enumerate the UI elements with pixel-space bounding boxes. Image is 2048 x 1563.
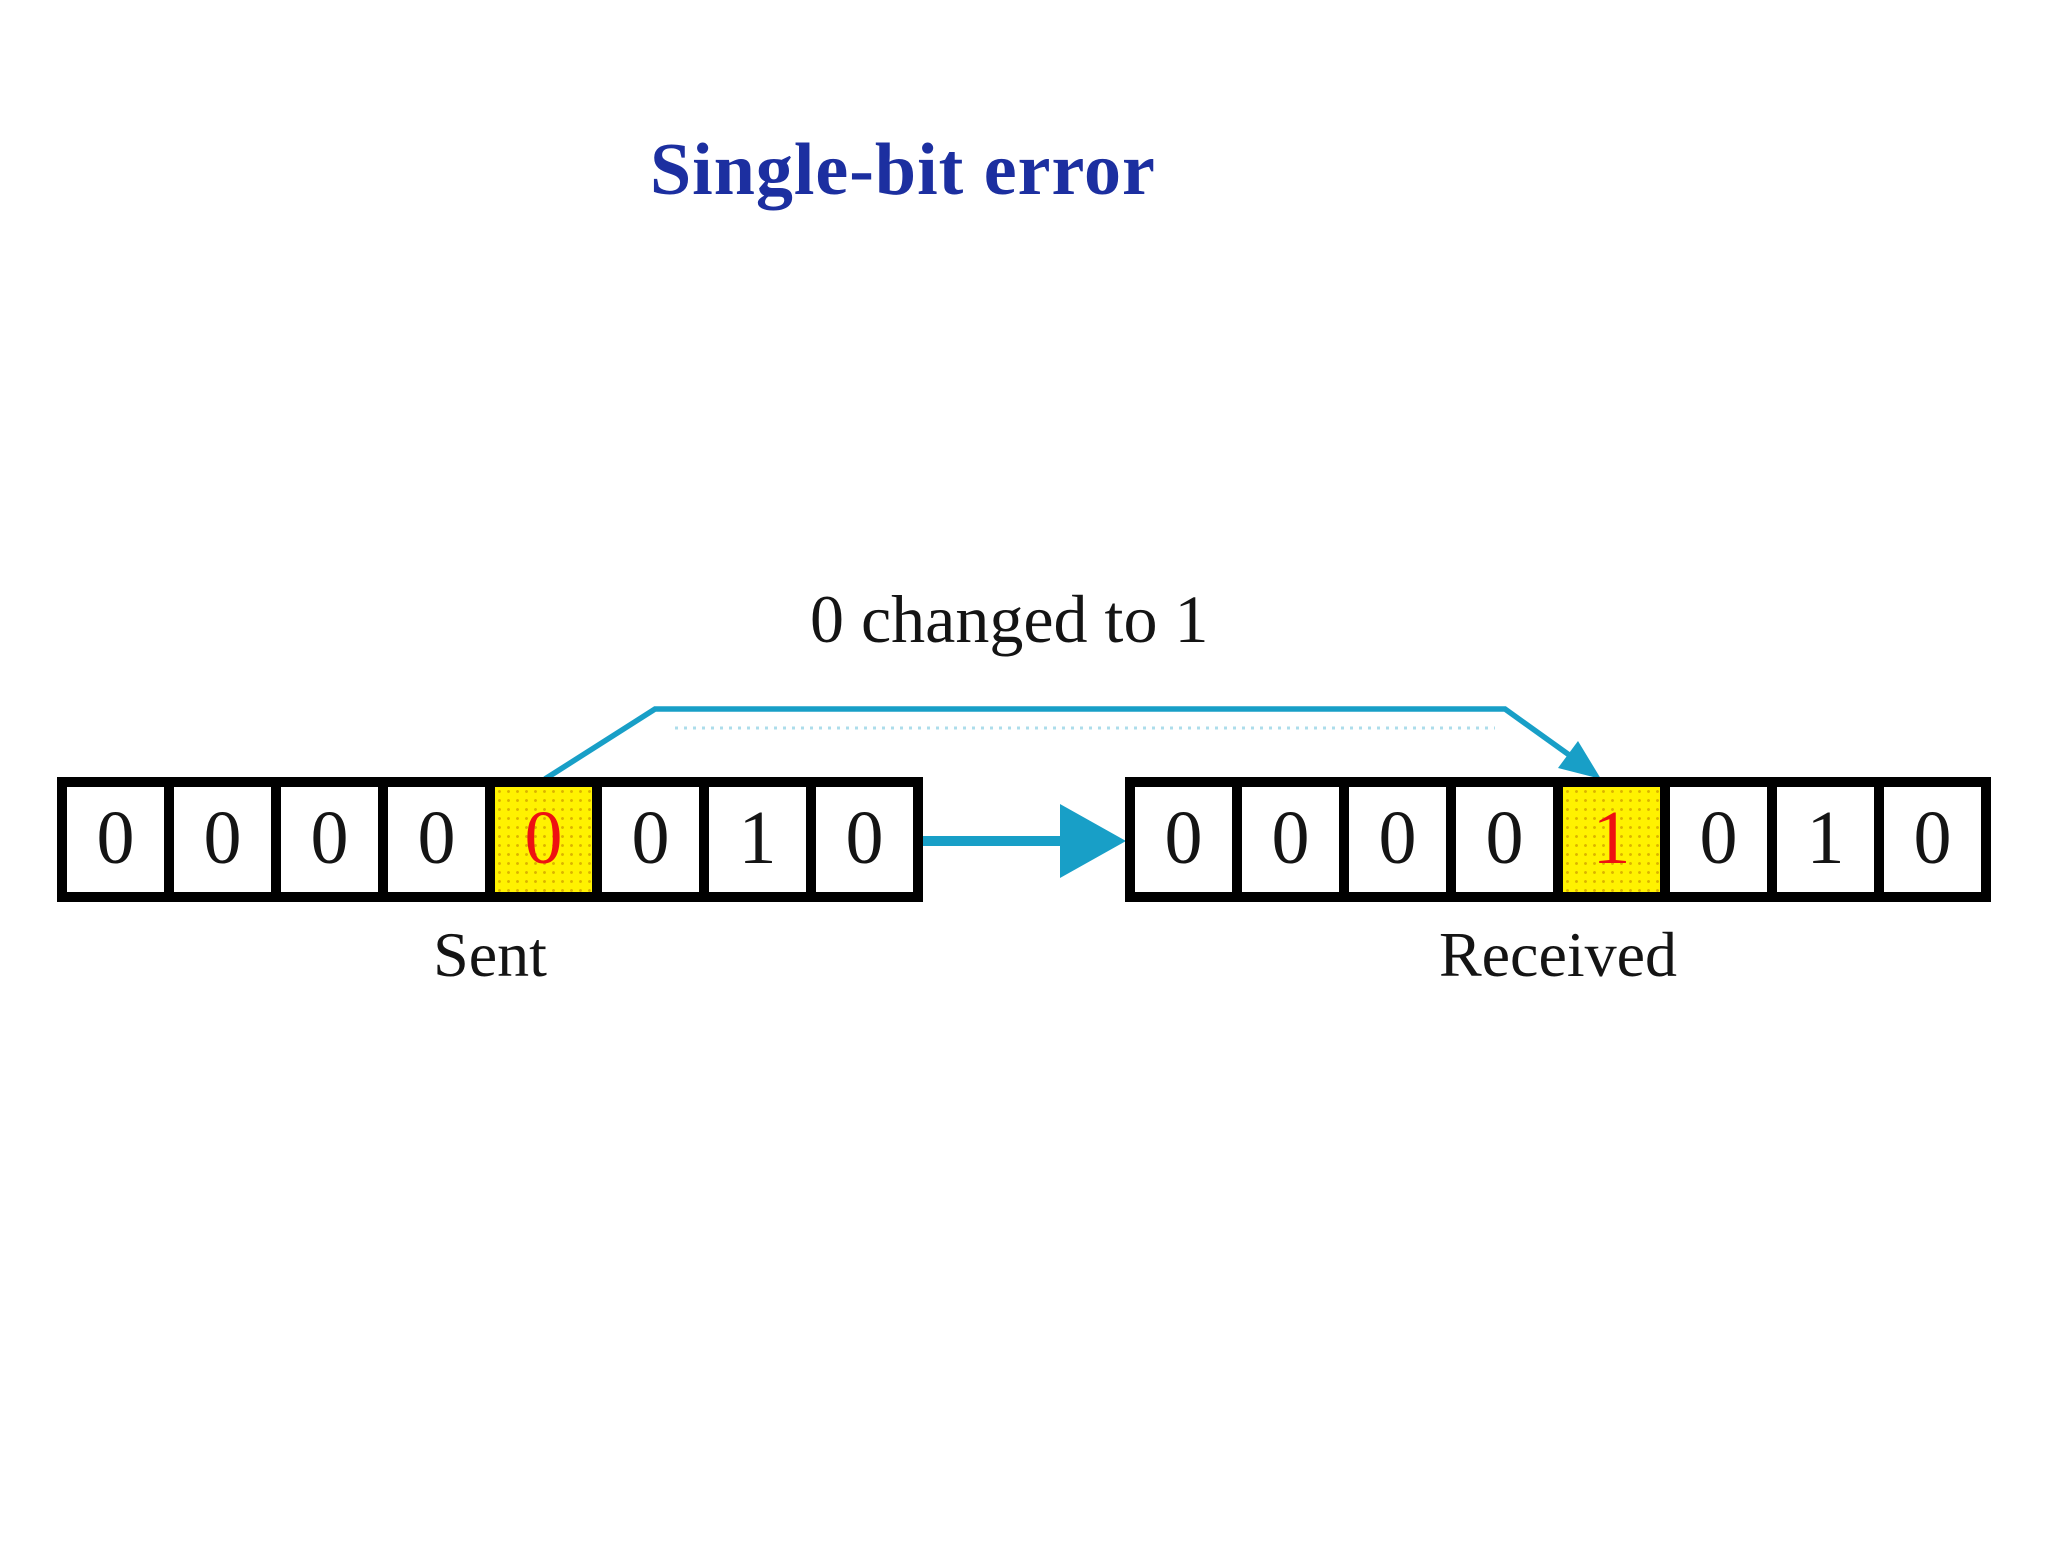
bit-cell-received-5: 0 (1670, 787, 1767, 892)
bit-cell-sent-0: 0 (67, 787, 164, 892)
bit-change-connector-line (543, 706, 1574, 782)
bit-cell-sent-5: 0 (602, 787, 699, 892)
bit-change-arrowhead-icon (1558, 741, 1601, 779)
bit-cell-sent-3: 0 (388, 787, 485, 892)
bit-cell-sent-1: 0 (174, 787, 271, 892)
bit-cell-received-4: 1 (1563, 787, 1660, 892)
bit-cell-received-1: 0 (1242, 787, 1339, 892)
bit-cell-sent-6: 1 (709, 787, 806, 892)
page-title: Single-bit error (650, 129, 1156, 211)
sent-label: Sent (433, 919, 547, 990)
bit-cell-sent-2: 0 (281, 787, 378, 892)
bit-cell-received-0: 0 (1135, 787, 1232, 892)
transmission-arrow-icon (922, 804, 1126, 878)
bit-cell-received-7: 0 (1884, 787, 1981, 892)
bit-cell-sent-4: 0 (495, 787, 592, 892)
received-label: Received (1438, 919, 1678, 990)
bit-cell-received-3: 0 (1456, 787, 1553, 892)
bit-cell-received-2: 0 (1349, 787, 1446, 892)
bit-cell-received-6: 1 (1777, 787, 1874, 892)
bit-change-annotation: 0 changed to 1 (810, 581, 1209, 657)
bit-cell-sent-7: 0 (816, 787, 913, 892)
